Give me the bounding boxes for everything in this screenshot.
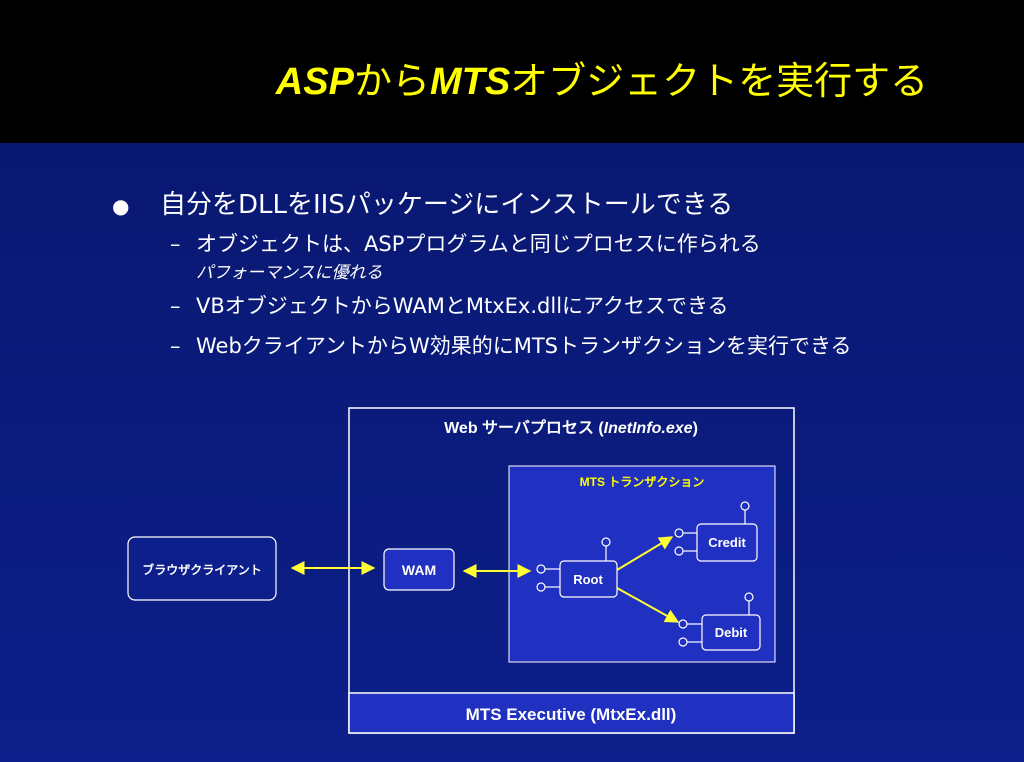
debit-box <box>701 614 761 651</box>
slide-title: ASPからMTSオブジェクトを実行する <box>275 59 929 103</box>
browser-client-label: ブラウザクライアント <box>142 562 262 577</box>
root-debit-arrow <box>616 587 680 623</box>
web-server-process-label: Web サーバプロセス (InetInfo.exe) <box>444 418 698 437</box>
title-bar: ASPからMTSオブジェクトを実行する <box>0 0 1024 143</box>
bullet-sub-3: –WebクライアントからW効果的にMTSトランザクションを実行できる <box>170 334 852 358</box>
debit-label: Debit <box>715 625 748 640</box>
mts-executive-bar <box>348 692 795 734</box>
credit-interface-icons <box>674 501 750 556</box>
credit-box <box>696 523 758 562</box>
wam-label: WAM <box>402 562 436 578</box>
bullet-main: ●自分をDLLをIISパッケージにインストールできる <box>112 190 734 220</box>
root-box <box>559 560 618 598</box>
bullet-sub-1: –オブジェクトは、ASPプログラムと同じプロセスに作られる <box>170 232 761 256</box>
debit-interface-icons <box>678 592 754 647</box>
bullet-sub-2: –VBオブジェクトからWAMとMtxEx.dllにアクセスできる <box>170 294 729 318</box>
root-credit-arrow <box>616 536 674 571</box>
bullet-sub-1-note: パフォーマンスに優れる <box>196 263 383 283</box>
browser-client-box <box>127 536 277 601</box>
root-interface-icons <box>536 537 611 592</box>
credit-label: Credit <box>708 535 746 550</box>
mts-transaction-label: MTS トランザクション <box>580 475 705 489</box>
root-label: Root <box>573 572 603 587</box>
wam-box <box>383 548 455 591</box>
mts-executive-label: MTS Executive (MtxEx.dll) <box>466 705 677 724</box>
bullet-dot-icon: ● <box>112 193 130 218</box>
